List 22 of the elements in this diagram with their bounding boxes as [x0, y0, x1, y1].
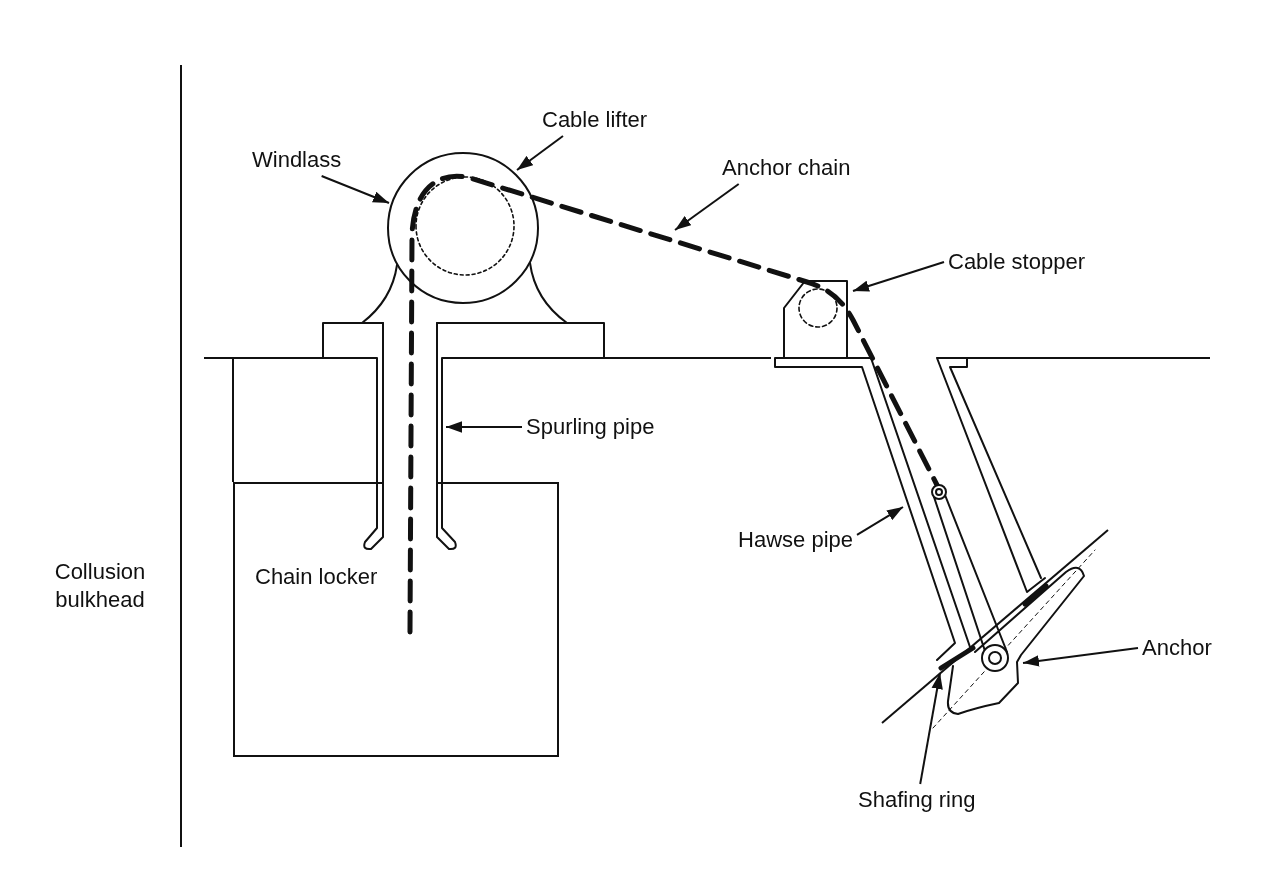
stopper-roller: [798, 288, 838, 328]
leader-line: [674, 183, 740, 231]
bulkhead-label: Collusion bulkhead: [53, 558, 147, 614]
leader-line: [516, 135, 564, 171]
part-label: Cable lifter: [542, 107, 648, 133]
leader-line: [320, 175, 390, 204]
part-label: Hawse pipe: [738, 527, 853, 553]
part-label: Shafing ring: [858, 787, 976, 813]
leader-line: [856, 506, 904, 536]
anchor-drawing: [931, 484, 1096, 729]
part-label: Cable stopper: [948, 249, 1085, 275]
chain-locker: [233, 482, 559, 757]
part-label: Chain locker: [255, 564, 378, 590]
leader-line: [852, 261, 945, 292]
part-label: Anchor chain: [722, 155, 851, 181]
cable-lifter-drum: [387, 152, 539, 304]
part-label: Anchor: [1142, 635, 1212, 661]
part-label: Spurling pipe: [526, 414, 655, 440]
leader-line: [445, 421, 523, 433]
part-label: Windlass: [252, 147, 342, 173]
leader-line: [919, 672, 943, 785]
leader-line: [1022, 647, 1139, 667]
